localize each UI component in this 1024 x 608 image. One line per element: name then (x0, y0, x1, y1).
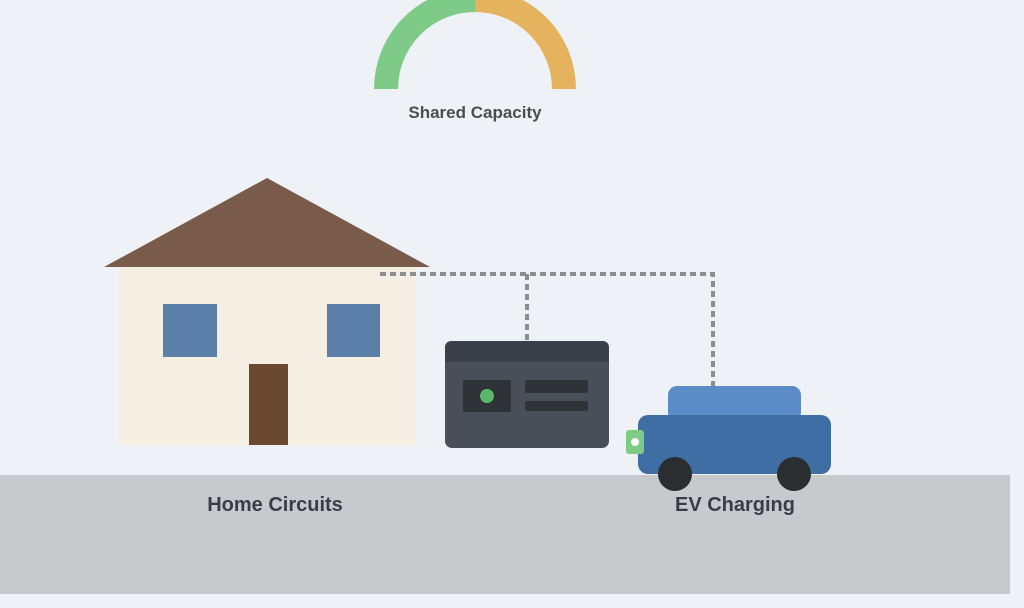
charge-port-socket (631, 438, 639, 446)
car-body (638, 415, 831, 474)
panel-body (445, 341, 609, 448)
gauge-segment-home (374, 0, 476, 90)
house-door (249, 364, 288, 445)
car-wheel-rear (777, 457, 811, 491)
load-sharing-panel (445, 341, 609, 448)
ev-charging-label: EV Charging (675, 494, 795, 516)
gauge-label: Shared Capacity (408, 103, 542, 122)
capacity-gauge (374, 0, 576, 90)
ground (0, 475, 1010, 594)
car-cabin (668, 386, 801, 421)
status-indicator-icon (480, 389, 494, 403)
gauge-segment-ev (474, 0, 576, 90)
house-window-right (327, 304, 380, 357)
car-wheel-front (658, 457, 692, 491)
home-circuits-label: Home Circuits (207, 494, 343, 516)
panel-slot-top (525, 380, 588, 393)
panel-top-band (445, 341, 609, 362)
wire-house-to-car (380, 272, 715, 386)
panel-slot-bottom (525, 401, 588, 411)
electric-car-icon (626, 386, 831, 491)
wiring (380, 272, 715, 386)
house-roof (104, 178, 430, 267)
house-icon (104, 178, 430, 445)
house-window-left (163, 304, 217, 357)
